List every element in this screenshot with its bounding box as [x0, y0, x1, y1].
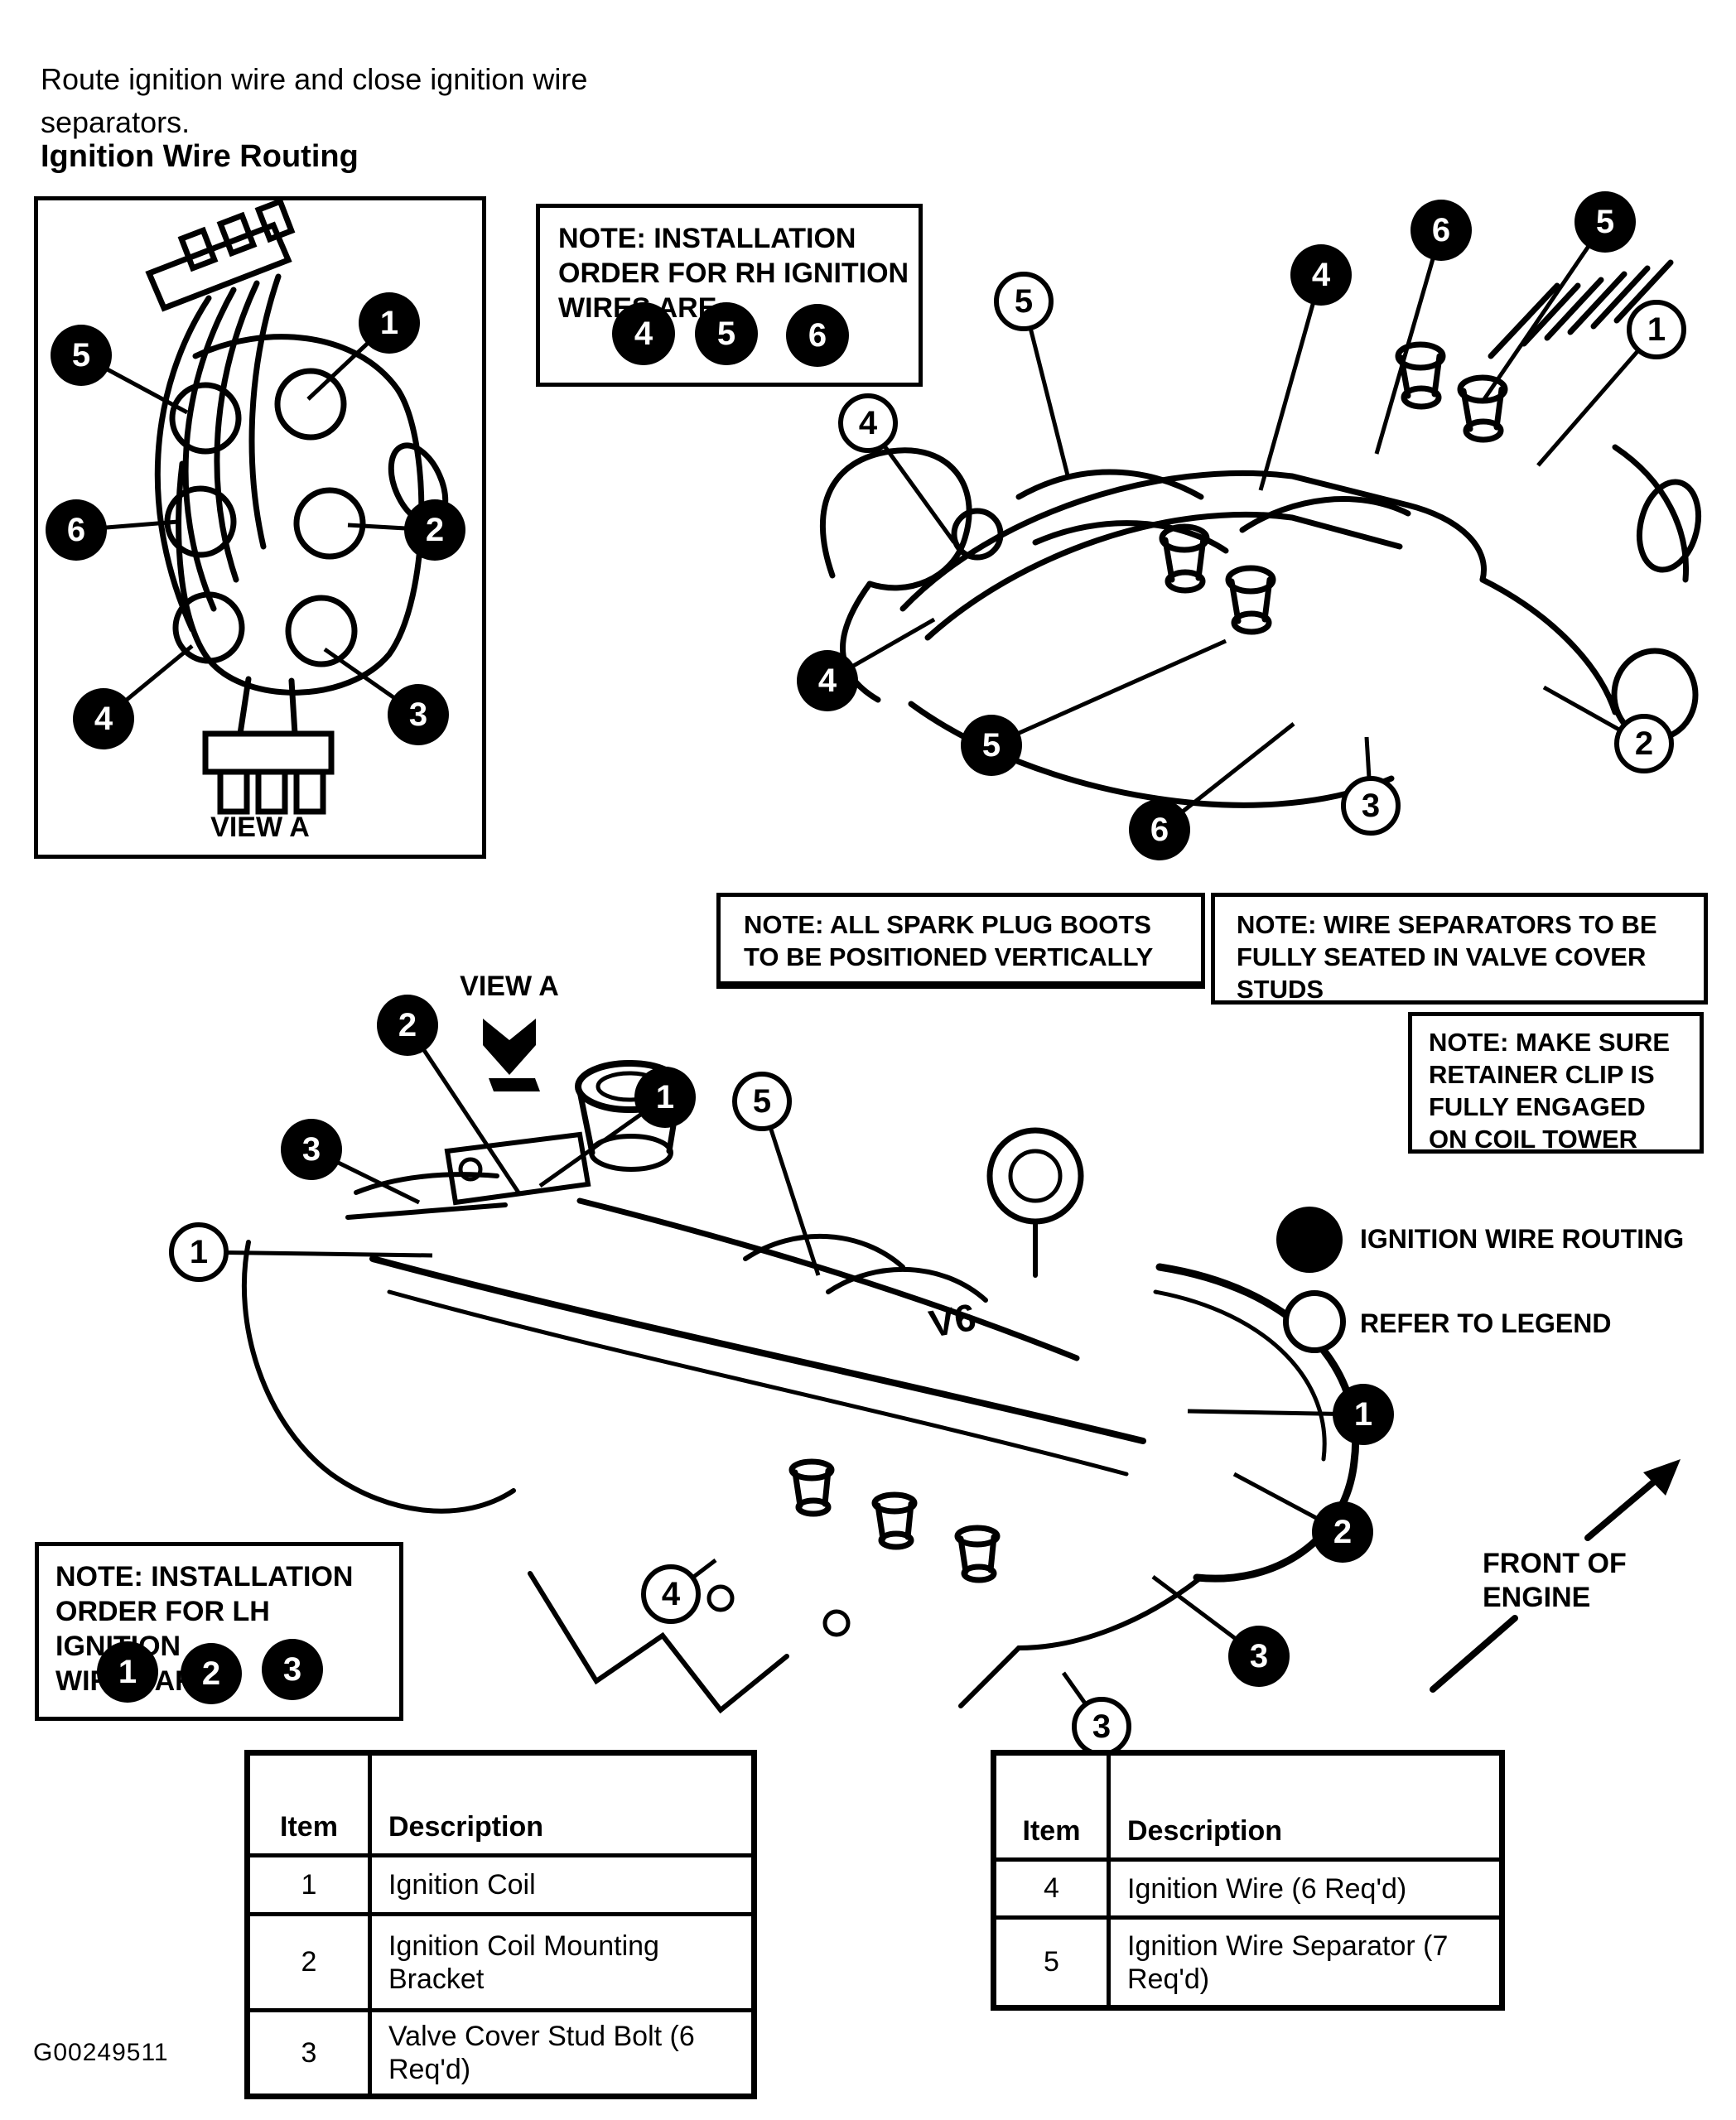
lh-order-circle-1: 1 [97, 1641, 158, 1703]
table-left-row1-item: 1 [245, 1853, 372, 1916]
callout-filled-4: 4 [1290, 244, 1352, 306]
legend-open-label: REFER TO LEGEND [1360, 1308, 1612, 1338]
table-left-header-item: Item [245, 1751, 372, 1857]
callout-filled-1: 1 [634, 1067, 696, 1128]
legend-filled-label: IGNITION WIRE ROUTING [1360, 1224, 1685, 1254]
legend-filled-circle-icon [1276, 1207, 1343, 1273]
callout-open-4: 4 [641, 1564, 701, 1624]
callout-filled-3: 3 [388, 684, 449, 745]
callout-open-1: 1 [169, 1222, 229, 1282]
callout-open-1: 1 [1627, 300, 1686, 359]
rh-engine-sketch [819, 259, 1701, 808]
callout-filled-2: 2 [404, 499, 465, 561]
legend-open-circle-icon [1283, 1290, 1346, 1353]
callout-open-4: 4 [838, 393, 898, 453]
front-of-engine-label: FRONT OF ENGINE [1483, 1548, 1627, 1613]
table-right-row2-description: Ignition Wire Separator (7 Req'd) [1107, 1915, 1504, 2010]
page-title: Ignition Wire Routing [41, 139, 359, 174]
callout-filled-4: 4 [797, 650, 858, 711]
table-left-header-description: Description [368, 1751, 756, 1857]
callout-open-2: 2 [1614, 714, 1674, 773]
note-retainer-clip: NOTE: MAKE SURE RETAINER CLIP IS FULLY E… [1408, 1012, 1704, 1154]
table-row: 2 Ignition Coil Mounting Bracket [245, 1912, 756, 2012]
callout-filled-6: 6 [46, 499, 107, 561]
table-right-header-item: Item [991, 1751, 1111, 1862]
note-spark-plug-boots: NOTE: ALL SPARK PLUG BOOTS TO BE POSITIO… [716, 893, 1205, 989]
lh-order-circle-2: 2 [181, 1643, 242, 1704]
callout-filled-5: 5 [51, 325, 112, 386]
lh-engine-sketch: V6 [241, 1060, 1359, 1714]
note-wire-separators: NOTE: WIRE SEPARATORS TO BE FULLY SEATED… [1211, 893, 1708, 1005]
callout-open-5: 5 [732, 1072, 792, 1131]
figure-id: G00249511 [33, 2039, 169, 2066]
table-row: 1 Ignition Coil [245, 1853, 756, 1916]
table-right-row1-description: Ignition Wire (6 Req'd) [1107, 1857, 1504, 1920]
rh-order-circle-2: 5 [695, 302, 758, 365]
parts-table-right: Item Description 4 Ignition Wire (6 Req'… [991, 1750, 1505, 2011]
rh-order-circle-3: 6 [786, 304, 849, 367]
callout-filled-2: 2 [1312, 1501, 1373, 1563]
table-row: 4 Ignition Wire (6 Req'd) [991, 1857, 1504, 1920]
callout-filled-5: 5 [1574, 191, 1636, 253]
front-of-engine-arrow [1430, 1459, 1681, 1693]
view-a-caption: VIEW A [210, 812, 310, 843]
callout-filled-3: 3 [1228, 1626, 1290, 1687]
callout-open-3: 3 [1072, 1697, 1131, 1756]
callout-open-5: 5 [994, 272, 1054, 331]
callout-open-3: 3 [1341, 776, 1401, 836]
table-left-row3-description: Valve Cover Stud Bolt (6 Req'd) [368, 2008, 756, 2098]
parts-table-left: Item Description 1 Ignition Coil 2 Ignit… [244, 1750, 757, 2099]
table-row: 3 Valve Cover Stud Bolt (6 Req'd) [245, 2008, 756, 2098]
table-right-row2-item: 5 [991, 1915, 1111, 2010]
view-a-distributor-sketch [145, 197, 449, 815]
engine-casting-marking: V6 [926, 1295, 979, 1346]
callout-filled-1: 1 [1333, 1384, 1394, 1445]
table-left-row2-item: 2 [245, 1912, 372, 2012]
lh-order-circle-3: 3 [262, 1639, 323, 1700]
table-left-row3-item: 3 [245, 2008, 372, 2098]
table-right-header-description: Description [1107, 1751, 1504, 1862]
table-left-row1-description: Ignition Coil [368, 1853, 756, 1916]
callout-filled-6: 6 [1410, 200, 1472, 261]
callout-filled-3: 3 [281, 1119, 342, 1180]
callout-filled-5: 5 [961, 715, 1022, 776]
table-right-row1-item: 4 [991, 1857, 1111, 1920]
callout-filled-1: 1 [359, 292, 420, 354]
table-left-row2-description: Ignition Coil Mounting Bracket [368, 1912, 756, 2012]
table-row: 5 Ignition Wire Separator (7 Req'd) [991, 1915, 1504, 2010]
callout-filled-6: 6 [1129, 799, 1190, 860]
callout-filled-2: 2 [377, 995, 438, 1056]
view-a-pointer-label: VIEW A [460, 971, 559, 1002]
intro-text: Route ignition wire and close ignition w… [41, 62, 588, 139]
callout-filled-4: 4 [73, 688, 134, 749]
rh-order-circle-1: 4 [612, 302, 675, 365]
view-a-pointer-icon [483, 1019, 540, 1091]
